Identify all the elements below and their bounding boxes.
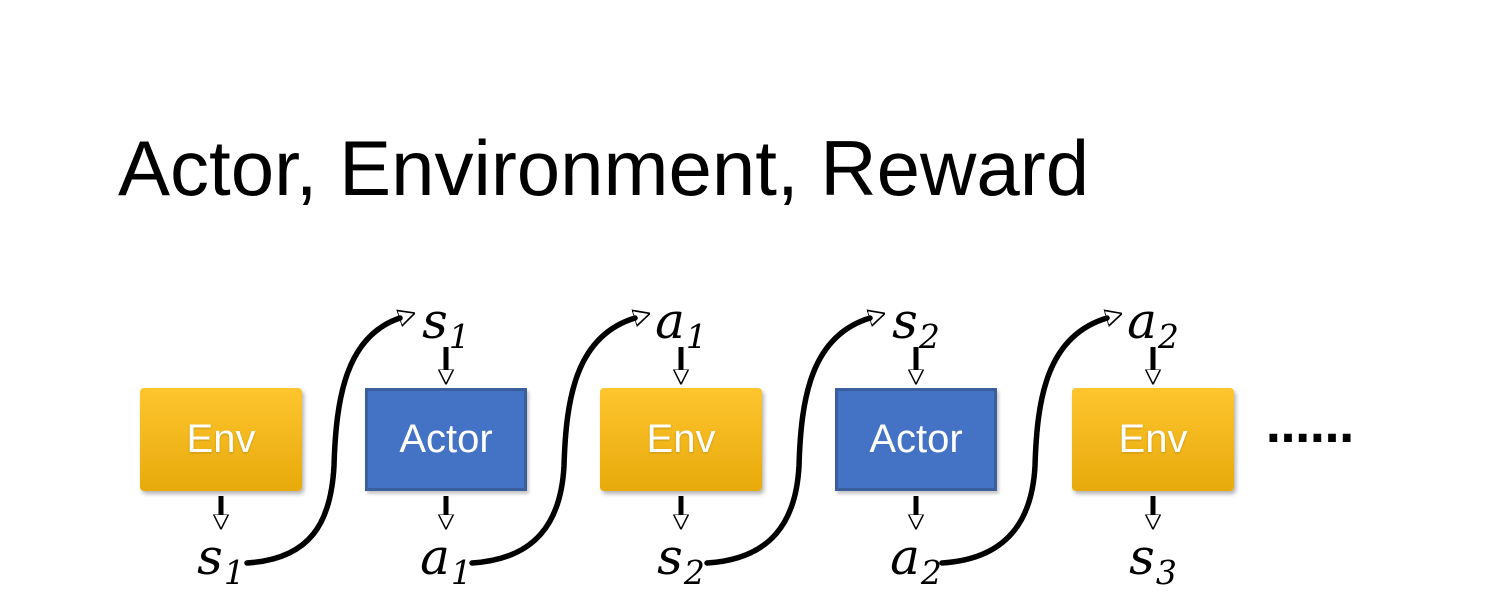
continuation-ellipsis: …… — [1266, 402, 1354, 453]
bottom-label-s2: s2 — [657, 528, 705, 592]
top-label-s1: s1 — [422, 292, 470, 356]
bottom-label-s3: s3 — [1129, 528, 1177, 592]
env-box-2-label: Env — [646, 417, 716, 461]
actor-box-2-label: Actor — [869, 417, 963, 461]
bottom-label-s1: s1 — [197, 528, 245, 592]
top-label-a2: a2 — [1127, 292, 1179, 356]
actor-box-1-label: Actor — [399, 417, 493, 461]
top-label-a1: a1 — [655, 292, 707, 356]
actor-box-2: Actor — [835, 388, 997, 491]
top-label-s2: s2 — [892, 292, 940, 356]
slide-title: Actor, Environment, Reward — [118, 124, 1090, 212]
env-box-3: Env — [1072, 388, 1234, 491]
env-box-2: Env — [600, 388, 762, 491]
actor-box-1: Actor — [365, 388, 527, 491]
bottom-label-a2: a2 — [890, 528, 942, 592]
env-box-3-label: Env — [1118, 417, 1188, 461]
env-box-1-label: Env — [186, 417, 256, 461]
env-box-1: Env — [140, 388, 302, 491]
bottom-label-a1: a1 — [420, 528, 472, 592]
